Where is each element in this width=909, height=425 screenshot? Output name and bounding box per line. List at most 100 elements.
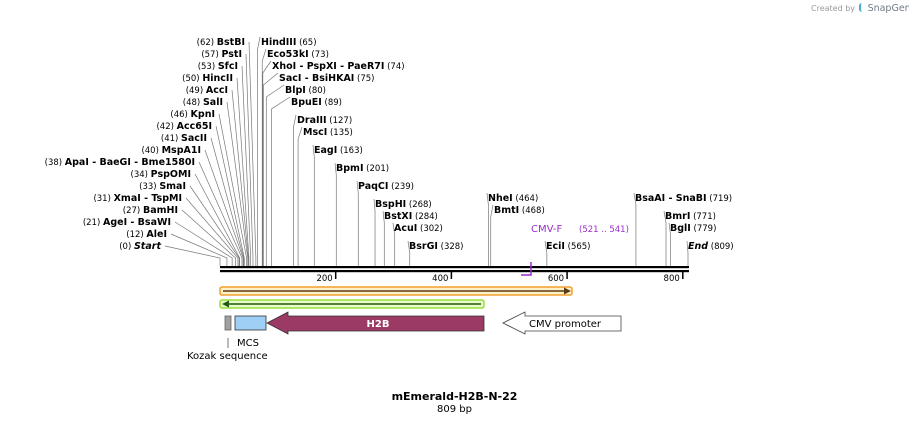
orange-feature[interactable] [219, 286, 573, 296]
site-leader-end [686, 240, 689, 266]
site-leader-bamhi [181, 209, 236, 266]
site-leader-start [164, 245, 221, 266]
site-agei[interactable]: (21) AgeI - BsaWI [83, 217, 171, 228]
site-bmti[interactable]: BmtI (468) [494, 205, 545, 216]
site-bsphi[interactable]: BspHI (268) [375, 199, 432, 210]
site-acui[interactable]: AcuI (302) [394, 223, 443, 234]
site-labels: (62) BstBI(57) PstI(53) SfcI(50) HincII(… [45, 37, 734, 252]
site-name: HindIII [261, 37, 296, 48]
credit-prefix: Created by [811, 4, 856, 13]
site-bsaai[interactable]: BsaAI - SnaBI (719) [635, 193, 732, 204]
site-position: (50) [182, 74, 202, 84]
site-name: Acc65I [177, 121, 212, 132]
site-bstbi[interactable]: (62) BstBI [197, 37, 245, 48]
mcs-feature[interactable] [234, 315, 267, 331]
site-leader-bstbi [248, 41, 257, 266]
site-label: (40) MspA1I [141, 145, 201, 156]
site-bmri[interactable]: BmrI (771) [665, 211, 716, 222]
site-name: SfcI [218, 61, 238, 72]
site-leader-agei [174, 221, 233, 266]
site-label: (50) HincII [182, 73, 233, 84]
site-leader-saci [263, 72, 279, 266]
site-position: (163) [337, 146, 363, 156]
site-psti[interactable]: (57) PstI [201, 49, 242, 60]
site-sali[interactable]: (48) SalI [183, 97, 223, 108]
site-start[interactable]: (0) Start [119, 241, 161, 252]
cmv-f-primer[interactable]: CMV-F (521 .. 541) [521, 224, 629, 276]
site-ecii[interactable]: EciI (565) [546, 241, 590, 252]
cmv-promoter-label: CMV promoter [529, 319, 602, 330]
site-leader-bmti [490, 204, 494, 266]
site-leader-bpuei [271, 96, 291, 266]
site-msci[interactable]: MscI (135) [303, 127, 353, 138]
site-name: BstBI [217, 37, 245, 48]
site-position: (62) [197, 38, 217, 48]
site-eco53ki[interactable]: Eco53kI (73) [267, 49, 329, 60]
site-leader-eco53ki [261, 48, 267, 266]
site-saci[interactable]: SacI - BsiHKAI (75) [279, 73, 375, 84]
site-hindiii[interactable]: HindIII (65) [261, 37, 317, 48]
site-leader-bmri [663, 210, 667, 266]
site-name: XmaI [114, 193, 141, 204]
site-name: SacII [181, 133, 207, 144]
site-pspomi[interactable]: (34) PspOMI [131, 169, 191, 180]
backbone-top-strand [220, 266, 689, 269]
primer-range: (521 .. 541) [579, 225, 629, 235]
site-sfci[interactable]: (53) SfcI [198, 61, 238, 72]
ruler-label-200: 200 [316, 274, 332, 284]
site-paqci[interactable]: PaqCI (239) [358, 181, 414, 192]
site-alei[interactable]: (12) AleI [126, 229, 167, 240]
green-feature[interactable] [219, 299, 485, 309]
site-bgli[interactable]: BglI (779) [670, 223, 716, 234]
h2b-feature[interactable]: H2B [266, 311, 485, 335]
site-sacii[interactable]: (41) SacII [161, 133, 207, 144]
site-label: (21) AgeI - BsaWI [83, 217, 171, 228]
site-label: (49) AccI [186, 85, 228, 96]
site-position: (302) [417, 224, 443, 234]
site-name: PaqCI [358, 181, 388, 192]
site-leader-bpmi [334, 162, 337, 266]
site-position: (779) [691, 224, 717, 234]
site-leader-bsphi [373, 198, 376, 266]
site-acci[interactable]: (49) AccI [186, 85, 228, 96]
site-leader-blpi [265, 84, 285, 266]
site-nhei[interactable]: NheI (464) [488, 193, 538, 204]
site-end[interactable]: End (809) [688, 241, 734, 252]
site-hincii[interactable]: (50) HincII [182, 73, 233, 84]
site-label: BglI (779) [670, 223, 716, 234]
site-apai[interactable]: (38) ApaI - BaeGI - Bme1580I [45, 157, 195, 168]
site-position: (33) [139, 182, 159, 192]
site-extra-names: - BaeGI - Bme1580I [89, 157, 195, 168]
site-mspa1i[interactable]: (40) MspA1I [141, 145, 201, 156]
site-blpi[interactable]: BlpI (80) [285, 85, 326, 96]
kozak-feature[interactable] [224, 315, 232, 331]
site-draiii[interactable]: DraIII (127) [297, 115, 352, 126]
site-xhoi[interactable]: XhoI - PspXI - PaeR7I (74) [272, 61, 405, 72]
site-name: SmaI [159, 181, 186, 192]
site-name: PstI [221, 49, 242, 60]
site-label: SacI - BsiHKAI (75) [279, 73, 375, 84]
site-position: (89) [322, 98, 342, 108]
site-bamhi[interactable]: (27) BamHI [123, 205, 178, 216]
site-acc65i[interactable]: (42) Acc65I [156, 121, 212, 132]
site-leader-xmai [185, 197, 239, 266]
site-label: NheI (464) [488, 193, 538, 204]
site-leader-bsaai [633, 192, 637, 266]
site-eagi[interactable]: EagI (163) [314, 145, 363, 156]
site-bsrgi[interactable]: BsrGI (328) [409, 241, 463, 252]
site-leader-msci [297, 126, 303, 266]
site-kpni[interactable]: (46) KpnI [170, 109, 215, 120]
site-extra-names: - PspXI - PaeR7I [296, 61, 384, 72]
site-position: (809) [708, 242, 734, 252]
site-bpuei[interactable]: BpuEI (89) [291, 97, 342, 108]
site-smai[interactable]: (33) SmaI [139, 181, 186, 192]
site-bstxi[interactable]: BstXI (284) [384, 211, 438, 222]
cmv-promoter-feature[interactable]: CMV promoter [502, 311, 622, 335]
site-position: (80) [306, 86, 326, 96]
site-bpmi[interactable]: BpmI (201) [336, 163, 389, 174]
site-leader-sali [226, 101, 249, 266]
site-label: Eco53kI (73) [267, 49, 329, 60]
site-name: AccI [206, 85, 228, 96]
site-xmai[interactable]: (31) XmaI - TspMI [93, 193, 182, 204]
site-name: AleI [146, 229, 167, 240]
